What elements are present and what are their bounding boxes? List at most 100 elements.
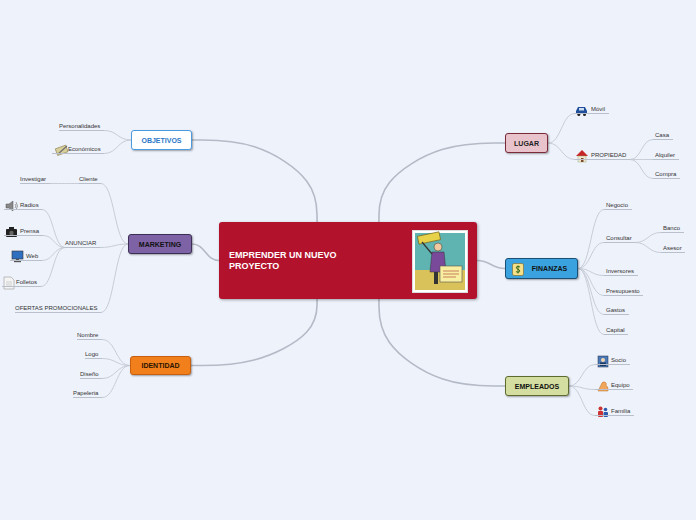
topic-text: Inversores bbox=[606, 267, 634, 275]
topic-text: Diseño bbox=[80, 370, 99, 378]
leaf-topic: Familia bbox=[595, 407, 634, 416]
connector bbox=[569, 365, 595, 387]
topic-text: Prensa bbox=[20, 227, 39, 235]
connector bbox=[102, 366, 130, 379]
connector bbox=[192, 140, 317, 222]
document-icon bbox=[4, 277, 14, 289]
connector bbox=[41, 248, 65, 287]
topic-text: OFERTAS PROMOCIONALES bbox=[15, 304, 97, 312]
connector bbox=[192, 244, 219, 261]
topic-text: Papeleria bbox=[73, 389, 98, 397]
leaf-topic: Capital bbox=[604, 326, 628, 335]
leaf-topic: Alquiler bbox=[653, 151, 679, 160]
topic-text: Equipo bbox=[611, 381, 630, 389]
topic-text: Asesor bbox=[663, 244, 682, 252]
leaf-topic: Cliente bbox=[79, 175, 101, 184]
topic-text: Personalidades bbox=[59, 122, 100, 130]
topic-text: Negocio bbox=[606, 201, 628, 209]
connector bbox=[104, 131, 131, 141]
topic-text: Consultar bbox=[606, 234, 632, 242]
leaf-topic: Gastos bbox=[604, 306, 629, 315]
connector bbox=[43, 236, 65, 248]
topic-text: Familia bbox=[611, 407, 630, 415]
leaf-topic: Presupuesto bbox=[604, 287, 643, 296]
topic-title: MARKETING bbox=[139, 240, 181, 249]
topic-text: Móvil bbox=[591, 105, 605, 113]
leaf-topic: Socio bbox=[595, 356, 630, 365]
connector bbox=[102, 340, 130, 366]
topic-text: Socio bbox=[611, 356, 626, 364]
topic-text: Banco bbox=[663, 224, 680, 232]
leaf-topic: Móvil bbox=[575, 105, 609, 114]
leaf-topic: Casa bbox=[653, 131, 673, 140]
partner-icon bbox=[598, 356, 608, 367]
connector bbox=[548, 114, 575, 144]
topic-text: Capital bbox=[606, 326, 625, 334]
topic-title: EMPLEADOS bbox=[515, 382, 559, 391]
leaf-topic: Web bbox=[10, 252, 42, 261]
entrepreneur-illustration bbox=[412, 230, 468, 293]
connector bbox=[635, 243, 661, 253]
branch-box: EMPLEADOS bbox=[505, 376, 569, 396]
connector bbox=[569, 386, 595, 416]
speaker-icon bbox=[6, 201, 18, 211]
topic-text: Casa bbox=[655, 131, 669, 139]
topic-text: Económicos bbox=[68, 145, 101, 153]
leaf-topic: Logo bbox=[85, 350, 102, 359]
connector bbox=[548, 143, 575, 160]
connector bbox=[630, 140, 653, 160]
connector bbox=[578, 269, 604, 315]
topic-text: ANUNCIAR bbox=[65, 239, 96, 247]
connector bbox=[578, 210, 604, 269]
branch-box: OBJETIVOS bbox=[131, 130, 192, 150]
leaf-topic: OFERTAS PROMOCIONALES bbox=[15, 304, 101, 313]
topic-text: Logo bbox=[85, 350, 98, 358]
connector bbox=[42, 248, 65, 261]
topic-text: Investigar bbox=[20, 175, 46, 183]
leaf-topic: Consultar bbox=[604, 234, 635, 243]
leaf-topic: Investigar bbox=[20, 175, 50, 184]
topic-title: LUGAR bbox=[514, 139, 539, 148]
topic-text: Web bbox=[26, 252, 38, 260]
connector bbox=[578, 243, 604, 269]
leaf-topic: Papeleria bbox=[73, 389, 102, 398]
connector bbox=[101, 184, 128, 245]
topic-text: Folletos bbox=[16, 278, 37, 286]
topic-text: Presupuesto bbox=[606, 287, 640, 295]
topic-text: PROPIEDAD bbox=[591, 151, 626, 159]
connector bbox=[578, 269, 604, 335]
arm-icon bbox=[598, 382, 608, 391]
icons bbox=[4, 107, 608, 417]
leaf-topic: Prensa bbox=[4, 227, 43, 236]
leaf-topic: Inversores bbox=[604, 267, 638, 276]
branch-box: MARKETING bbox=[128, 234, 192, 254]
leaf-topic: Equipo bbox=[595, 381, 633, 390]
leaf-topic: Económicos bbox=[52, 145, 104, 154]
money-bag-icon bbox=[512, 263, 524, 276]
car-icon bbox=[576, 107, 587, 116]
leaf-topic: PROPIEDAD bbox=[575, 151, 630, 160]
leaf-topic: Asesor bbox=[661, 244, 685, 253]
connector bbox=[630, 160, 653, 179]
topic-title: IDENTIDAD bbox=[141, 361, 179, 370]
connector bbox=[42, 210, 65, 248]
leaf-topic: Compra bbox=[653, 170, 680, 179]
leaf-topic: ANUNCIAR bbox=[65, 239, 100, 248]
connectors bbox=[41, 114, 661, 416]
connector bbox=[379, 299, 505, 386]
connector bbox=[102, 366, 130, 398]
monitor-icon bbox=[12, 251, 23, 262]
connector bbox=[191, 299, 317, 366]
connector bbox=[379, 143, 505, 222]
leaf-topic: Negocio bbox=[604, 201, 632, 210]
leaf-topic: Personalidades bbox=[59, 122, 104, 131]
connector bbox=[104, 140, 131, 154]
topic-title: OBJETIVOS bbox=[141, 136, 181, 145]
leaf-topic: Banco bbox=[661, 224, 684, 233]
topic-text: Radios bbox=[20, 201, 39, 209]
leaf-topic: Diseño bbox=[80, 370, 102, 379]
branch-box: FINANZAS bbox=[505, 258, 578, 279]
money-icon bbox=[55, 145, 68, 155]
